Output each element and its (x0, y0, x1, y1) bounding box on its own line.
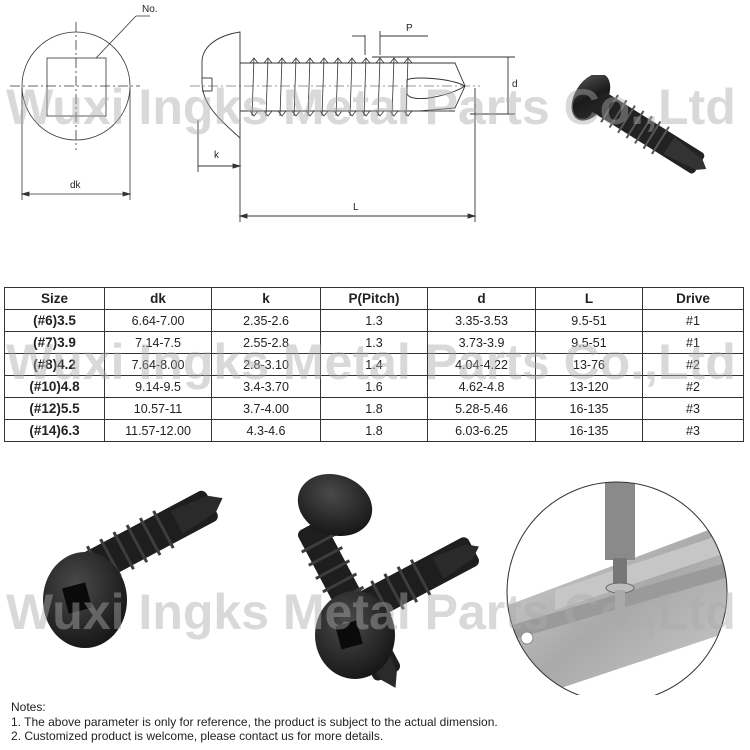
head-top-view-drawing (0, 0, 150, 215)
table-row: (#14)6.3 11.57-12.00 4.3-4.6 1.8 6.03-6.… (4, 419, 744, 442)
header-l: L (535, 287, 643, 310)
header-dk: dk (104, 287, 212, 310)
header-k: k (211, 287, 321, 310)
header-pitch: P(Pitch) (320, 287, 428, 310)
screw-photo-single (540, 75, 740, 215)
table-header-row: Size dk k P(Pitch) d L Drive (4, 287, 744, 310)
spec-table: Size dk k P(Pitch) d L Drive (#6)3.5 6.6… (4, 287, 744, 442)
label-p: P (406, 23, 413, 34)
header-drive: Drive (642, 287, 744, 310)
label-k: k (214, 150, 219, 161)
label-number: No. (142, 4, 158, 15)
table-row: (#6)3.5 6.64-7.00 2.35-2.6 1.3 3.35-3.53… (4, 309, 744, 332)
screw-photo-group (20, 465, 490, 690)
header-d: d (427, 287, 536, 310)
note-item: 2. Customized product is welcome, please… (11, 729, 384, 743)
note-item: 1. The above parameter is only for refer… (11, 714, 498, 729)
application-photo (495, 480, 735, 695)
table-row: (#7)3.9 7.14-7.5 2.55-2.8 1.3 3.73-3.9 9… (4, 331, 744, 354)
table-row: (#8)4.2 7.64-8.00 2.8-3.10 1.4 4.04-4.22… (4, 353, 744, 376)
label-l: L (353, 202, 359, 213)
table-row: (#12)5.5 10.57-11 3.7-4.00 1.8 5.28-5.46… (4, 397, 744, 420)
screw-side-view-drawing (190, 0, 530, 230)
notes-section: Notes: 1. The above parameter is only fo… (11, 700, 498, 744)
label-dk: dk (70, 180, 81, 191)
header-size: Size (4, 287, 105, 310)
table-row: (#10)4.8 9.14-9.5 3.4-3.70 1.6 4.62-4.8 … (4, 375, 744, 398)
notes-title: Notes: (11, 700, 46, 714)
label-d: d (512, 79, 518, 90)
